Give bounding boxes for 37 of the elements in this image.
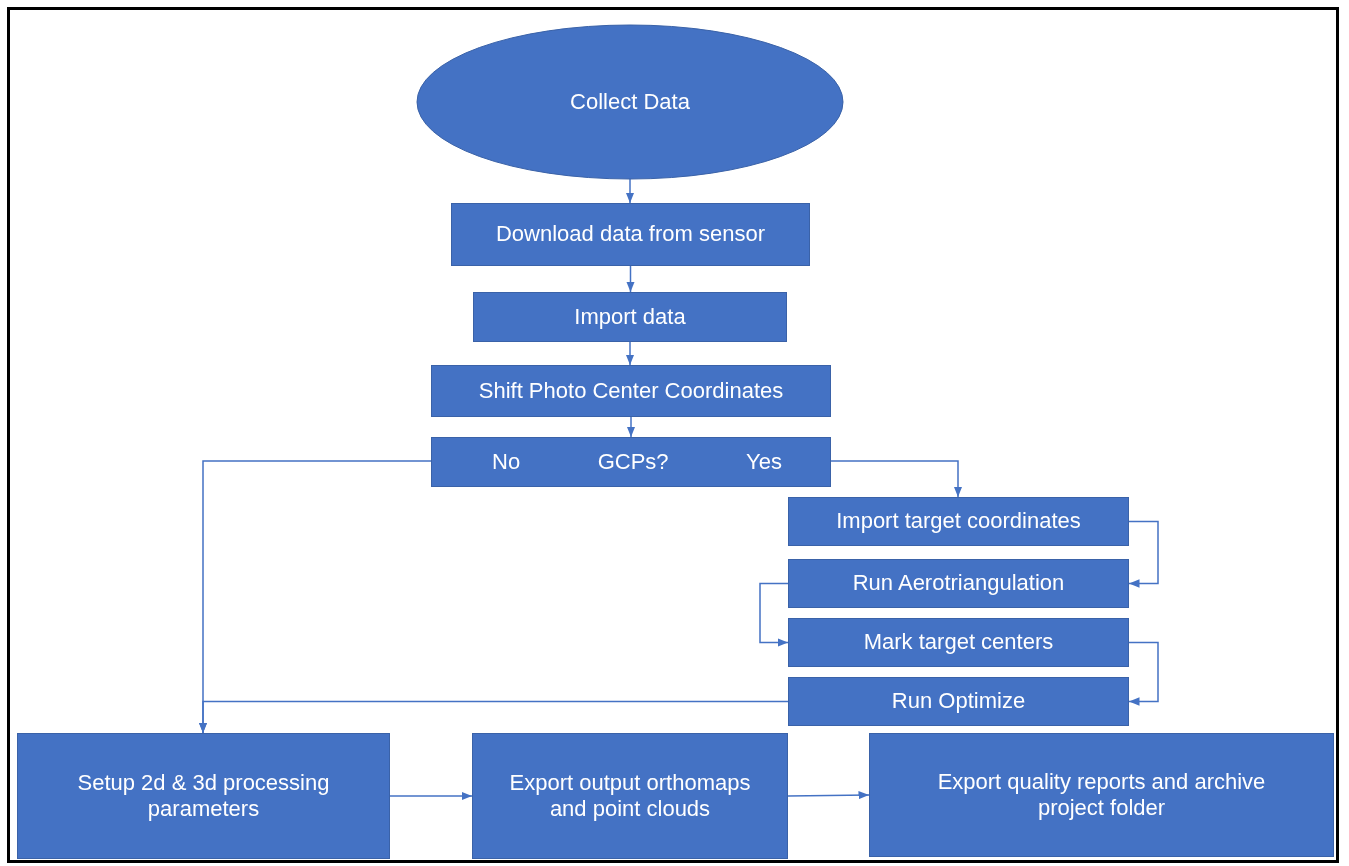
- arrow: [389, 791, 473, 801]
- arrow: [787, 790, 870, 800]
- arrow: [626, 265, 635, 293]
- node-label: Export quality reports and archive project folder: [936, 768, 1267, 822]
- node-label: Import target coordinates: [835, 508, 1082, 535]
- process-box: [788, 618, 1129, 667]
- process-box: [473, 292, 787, 342]
- node-label: Export output orthomaps and point clouds: [508, 769, 752, 823]
- node-label: GCPs?: [596, 448, 670, 476]
- process-box: [788, 559, 1129, 608]
- arrow: [626, 416, 636, 438]
- node-label: Run Aerotriangulation: [851, 570, 1066, 597]
- branch-label: No: [491, 448, 522, 476]
- branch-label: Yes: [745, 448, 783, 476]
- arrow: [1128, 520, 1159, 588]
- arrow: [625, 341, 635, 366]
- node-label: Mark target centers: [862, 629, 1055, 656]
- node-label: Run Optimize: [890, 688, 1027, 715]
- node-label: Import data: [573, 303, 687, 331]
- arrow: [759, 582, 789, 647]
- node-label: Collect Data: [569, 88, 691, 116]
- process-box: [472, 733, 788, 859]
- start-ellipse: [417, 25, 843, 179]
- process-box: [451, 203, 810, 266]
- node-label: Setup 2d & 3d processing parameters: [76, 769, 331, 823]
- node-label: Download data from sensor: [495, 221, 766, 248]
- node-label: Shift Photo Center Coordinates: [477, 377, 785, 405]
- arrow: [198, 700, 789, 734]
- arrow: [625, 178, 635, 204]
- arrow: [830, 460, 963, 498]
- process-box: [788, 497, 1129, 546]
- process-box: [788, 677, 1129, 726]
- process-box: [431, 365, 831, 417]
- arrow: [1128, 641, 1159, 706]
- process-box: [17, 733, 390, 859]
- decision-box: [431, 437, 831, 487]
- process-box: [869, 733, 1334, 857]
